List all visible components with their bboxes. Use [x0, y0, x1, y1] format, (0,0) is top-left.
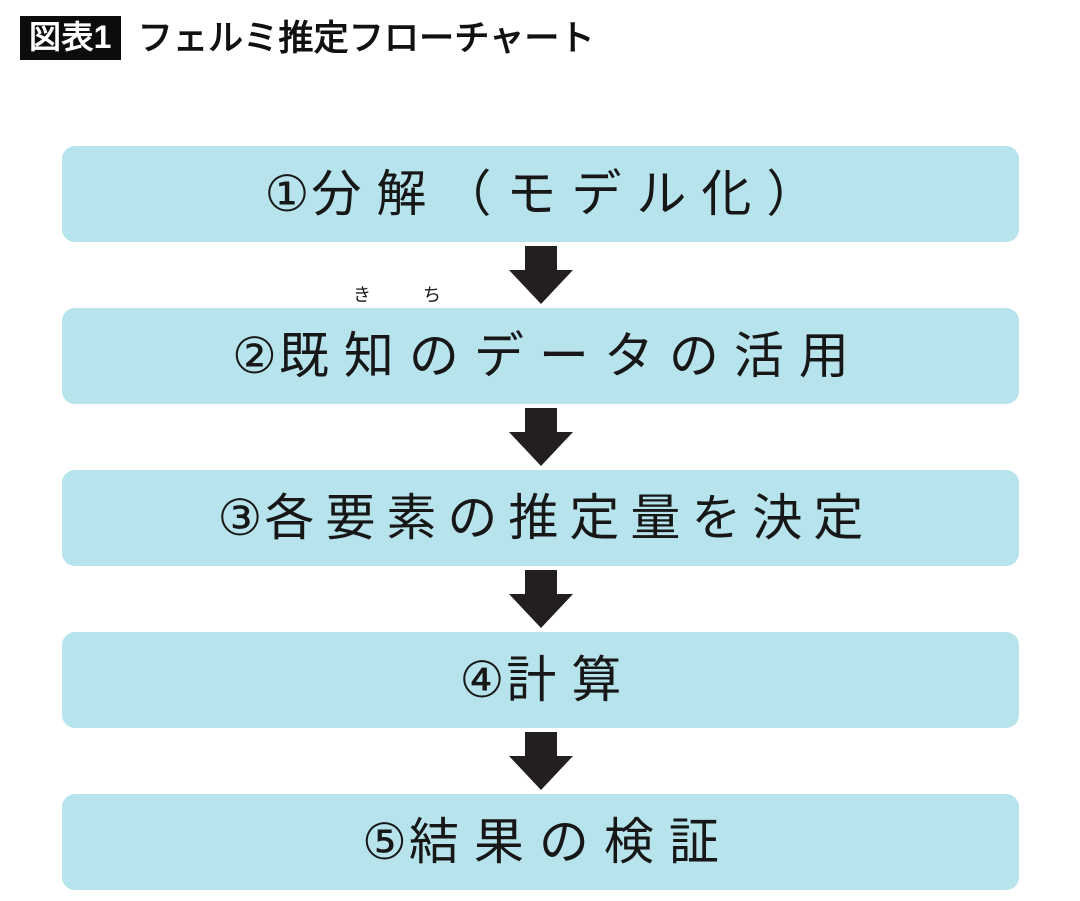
step-number-4: ④ [459, 652, 505, 708]
down-arrow-icon [508, 408, 573, 466]
down-arrow-icon [508, 246, 573, 304]
flow-arrow-4 [62, 728, 1019, 794]
step-number-3: ③ [217, 490, 263, 546]
flow-arrow-1 [62, 242, 1019, 308]
flow-arrow-2 [62, 404, 1019, 470]
figure-number-badge: 図表1 [20, 16, 121, 60]
step-number-1: ① [264, 166, 310, 222]
step-text-2: 既知のデータの活用 [278, 328, 864, 384]
step-number-2: ② [232, 328, 277, 384]
down-arrow-icon [508, 732, 573, 790]
flow-arrow-3 [62, 566, 1019, 632]
down-arrow-icon [508, 570, 573, 628]
figure-header: 図表1 フェルミ推定フローチャート [20, 13, 595, 63]
step-text-5: 結果の検証 [408, 814, 734, 870]
step-text-1: 分解（モデル化） [311, 166, 832, 222]
figure-title: フェルミ推定フローチャート [137, 18, 595, 58]
step-text-4: 計算 [506, 652, 637, 708]
step-text-3: 各要素の推定量を決定 [264, 490, 875, 546]
step-number-5: ⑤ [362, 814, 407, 870]
